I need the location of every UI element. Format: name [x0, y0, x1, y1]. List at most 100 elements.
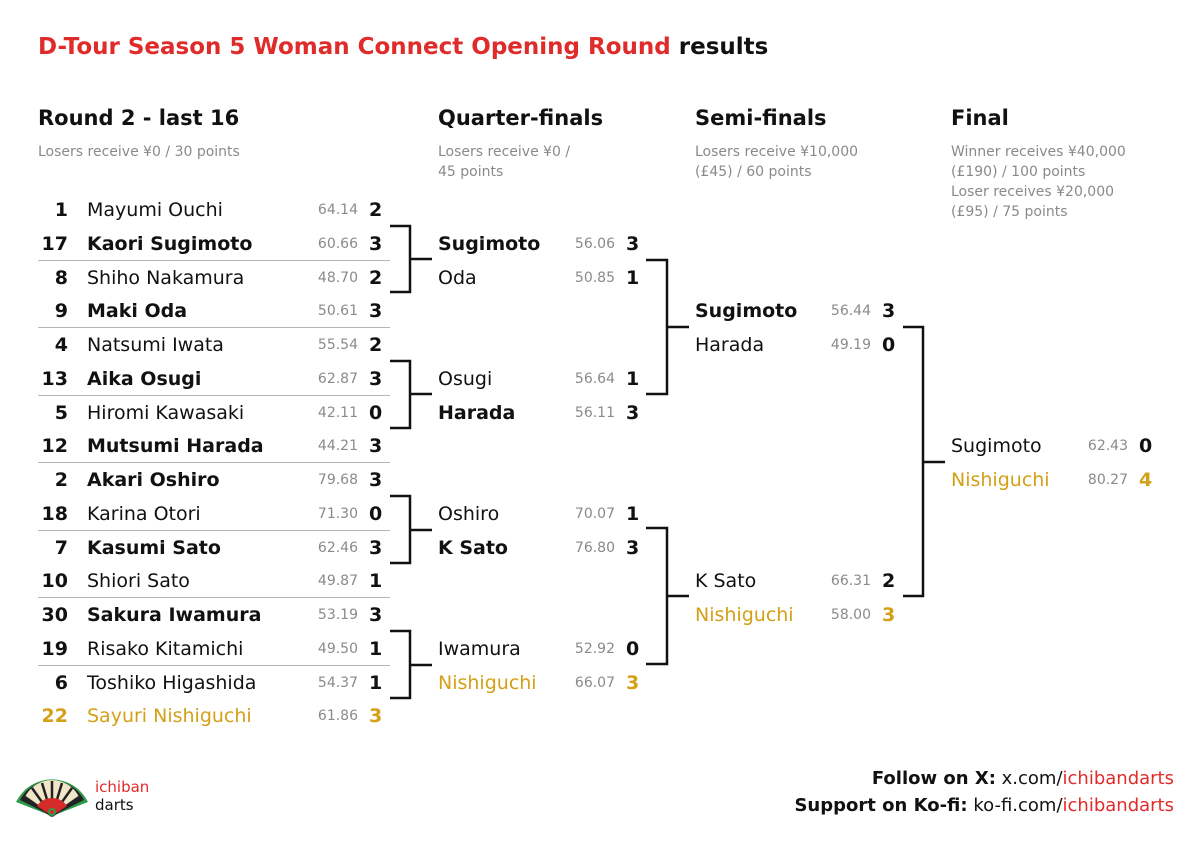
player-score: 2 [369, 266, 383, 289]
player-average: 50.61 [317, 303, 358, 320]
player-name: Risako Kitamichi [87, 637, 244, 660]
player-score: 4 [1139, 469, 1153, 491]
player-name: Shiori Sato [87, 570, 190, 593]
player-name: K Sato [695, 570, 757, 593]
fan-logo-icon [16, 779, 88, 818]
player-seed: 6 [54, 671, 68, 694]
player-seed: 1 [54, 199, 68, 221]
round-note-semi-finals: Losers receive ¥10,000(£45) / 60 points [695, 144, 859, 180]
player-score: 3 [369, 536, 383, 559]
player-name: Karina Otori [87, 502, 201, 525]
player-name: Oshiro [438, 502, 500, 525]
player-average: 66.07 [574, 674, 615, 691]
row-separator [38, 259, 390, 261]
player-name: Nishiguchi [951, 469, 1050, 491]
player-average: 50.85 [574, 269, 615, 286]
player-score: 0 [369, 502, 383, 525]
player-name: Mayumi Ouchi [87, 199, 223, 221]
player-score: 3 [369, 232, 383, 255]
player-average: 56.64 [574, 370, 615, 387]
logo-line-darts: darts [95, 796, 134, 814]
row-separator [38, 597, 390, 598]
round-header-final: Final [951, 106, 1009, 130]
player-score: 3 [626, 401, 640, 424]
player-score: 2 [369, 334, 383, 356]
player-average: 49.87 [317, 573, 358, 590]
player-name: Harada [695, 334, 765, 356]
player-seed: 10 [41, 570, 68, 593]
player-score: 0 [626, 637, 640, 660]
player-average: 76.80 [574, 539, 615, 556]
round-note-quarter-finals: Losers receive ¥0 /45 points [438, 144, 571, 180]
player-name: Shiho Nakamura [87, 266, 245, 289]
player-seed: 2 [54, 469, 68, 491]
player-score: 0 [1139, 435, 1153, 458]
connector-qf-match2 [646, 526, 689, 666]
row-separator [38, 462, 390, 463]
player-average: 53.19 [317, 607, 358, 623]
player-average: 62.87 [317, 370, 358, 387]
player-average: 70.07 [574, 505, 615, 522]
round-header-last16: Round 2 - last 16 [38, 106, 240, 130]
player-name: Iwamura [438, 637, 521, 660]
player-score: 1 [626, 502, 640, 525]
player-average: 62.46 [317, 539, 358, 556]
player-score: 2 [369, 199, 383, 221]
player-seed: 19 [41, 637, 68, 660]
footer-follow-x[interactable]: Follow on X: x.com/ichibandarts [871, 768, 1174, 789]
player-average: 61.86 [317, 708, 358, 725]
player-name: Sugimoto [695, 300, 798, 323]
player-score: 3 [626, 232, 640, 255]
player-name: Sakura Iwamura [87, 604, 262, 626]
page-title: D-Tour Season 5 Woman Connect Opening Ro… [38, 34, 768, 60]
player-seed: 17 [41, 232, 68, 255]
connector-r16-match4 [390, 629, 432, 700]
player-average: 80.27 [1087, 472, 1128, 488]
player-score: 1 [369, 637, 383, 660]
player-average: 42.11 [317, 404, 358, 421]
player-score: 1 [626, 266, 640, 289]
logo-text: ichiban darts [95, 778, 149, 814]
player-score: 1 [369, 671, 383, 694]
player-score: 3 [369, 469, 383, 491]
connector-sf-final [903, 325, 945, 598]
player-name: Nishiguchi [695, 604, 794, 626]
player-seed: 13 [41, 367, 68, 390]
player-name: Akari Oshiro [87, 469, 220, 491]
player-name: Mutsumi Harada [87, 435, 264, 458]
title-highlight: D-Tour Season 5 Woman Connect Opening Ro… [38, 34, 671, 60]
player-score: 3 [369, 604, 383, 626]
player-average: 44.21 [317, 438, 358, 455]
player-score: 3 [626, 536, 640, 559]
player-score: 3 [626, 671, 640, 694]
player-score: 2 [882, 570, 896, 593]
player-score: 0 [369, 401, 383, 424]
player-average: 56.44 [830, 303, 871, 320]
player-seed: 8 [54, 266, 68, 289]
title-rest: results [670, 34, 769, 60]
row-separator [38, 394, 390, 396]
player-average: 48.70 [317, 269, 358, 286]
player-seed: 4 [54, 334, 68, 356]
round-note-final: Winner receives ¥40,000(£190) / 100 poin… [951, 144, 1126, 220]
player-average: 79.68 [317, 472, 358, 488]
player-score: 0 [882, 334, 896, 356]
connector-r16-match1 [390, 224, 432, 294]
player-name: Kasumi Sato [87, 536, 221, 559]
player-average: 49.50 [317, 640, 358, 657]
player-average: 54.37 [317, 674, 358, 691]
player-score: 1 [626, 367, 640, 390]
round-header-quarter-finals: Quarter-finals [438, 106, 604, 130]
row-separator [38, 327, 390, 328]
player-average: 49.19 [830, 337, 871, 353]
player-seed: 7 [54, 536, 68, 559]
connector-qf-match1 [646, 258, 689, 396]
player-seed: 9 [54, 300, 68, 323]
player-seed: 22 [41, 705, 68, 728]
player-average: 62.43 [1087, 438, 1128, 455]
row-separator [38, 664, 390, 666]
player-score: 3 [369, 435, 383, 458]
player-name: Osugi [438, 367, 493, 390]
footer-support-kofi[interactable]: Support on Ko-fi: ko-fi.com/ichibandarts [794, 795, 1174, 816]
